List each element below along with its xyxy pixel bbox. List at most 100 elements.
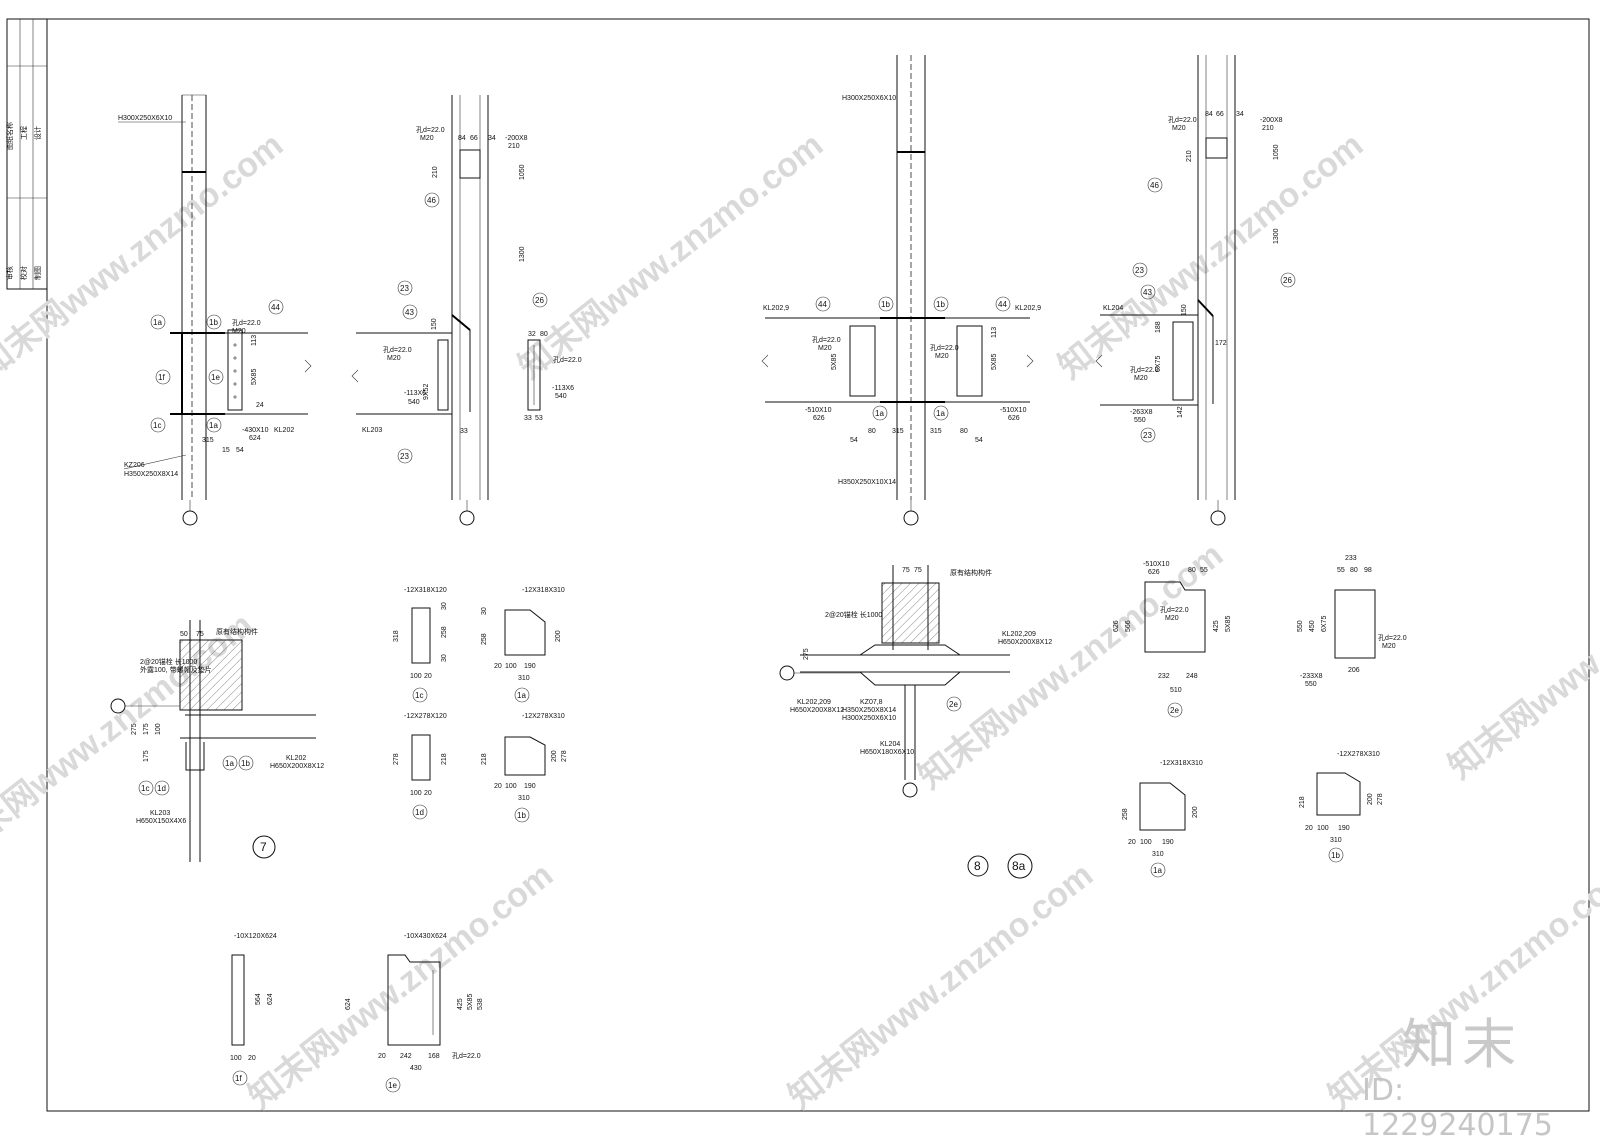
d4-plate-mid: -263X8 (1130, 409, 1153, 416)
d1-tag-1a-2: 1a (209, 421, 218, 430)
p1d-spec: -12X278X120 (404, 713, 447, 720)
p1a-b-dim-200: 200 (1192, 806, 1199, 818)
plate-1e: -10X430X624 624 425 5X85 538 20 242 168 … (345, 933, 484, 1093)
d8-lower: KL204 (880, 741, 900, 748)
d2-hole-3: 孔d=22.0 (553, 356, 582, 364)
d2-dim-34: 34 (488, 135, 496, 142)
d7-lower-spec: H650X150X4X6 (136, 818, 186, 825)
p1f-tag: 1f (235, 1074, 242, 1083)
d7-dim-275: 275 (131, 723, 138, 735)
plate-1d: -12X278X120 278 218 100 20 1d (393, 713, 448, 820)
d7-anchor-note: 外露100, 带螺帽及垫片 (140, 665, 212, 674)
d2-bolt: M20 (420, 135, 434, 142)
d2-weld-23: 23 (400, 284, 409, 293)
d1-col-bot-a: KZ206 (124, 462, 145, 469)
d3-dim-315-r: 315 (930, 428, 942, 435)
d8-col-a: KZ07,8 (860, 699, 883, 706)
d1-dim-54: 54 (236, 447, 244, 454)
d3-tag-1a-r: 1a (936, 409, 945, 418)
p1b-b-spec: -12X278X310 (1337, 751, 1380, 758)
p1d-tag: 1d (415, 808, 424, 817)
p1e-dim-624: 624 (345, 998, 352, 1010)
d4-weld-26: 26 (1283, 276, 1292, 285)
p1b-b-dim-218: 218 (1299, 796, 1306, 808)
p1b-b-dim-190: 190 (1338, 825, 1350, 832)
d1-col-bot-b: H350X250X8X14 (124, 471, 178, 478)
p1b-a-dim-310: 310 (518, 795, 530, 802)
p1b-a-dim-190: 190 (524, 783, 536, 790)
d2-dim-84: 84 (458, 135, 466, 142)
d1-hole: 孔d=22.0 (232, 319, 261, 327)
p2f-spec: -233X8 (1300, 673, 1323, 680)
d2-bolt-2: M20 (387, 355, 401, 362)
d1-tag-1e: 1e (211, 373, 220, 382)
d3-dim-80-r: 80 (960, 428, 968, 435)
title-block-row-3: 设计 (33, 126, 42, 140)
d7-lower-beam: KL203 (150, 810, 170, 817)
p1e-tag: 1e (388, 1081, 397, 1090)
p2f-dim-55: 55 (1337, 567, 1345, 574)
p1e-hole: 孔d=22.0 (452, 1052, 481, 1060)
d2-weld-46: 46 (427, 196, 436, 205)
p1f-dim-100: 100 (230, 1055, 242, 1062)
d3-dim-315-l: 315 (892, 428, 904, 435)
d4-dim-142: 142 (1177, 406, 1184, 418)
d4-bolt: M20 (1172, 125, 1186, 132)
d8-label-8: 8 (974, 859, 981, 873)
d1-plate: -430X10 (242, 427, 269, 434)
p1b-b-tag: 1b (1331, 851, 1340, 860)
detail-8: 8 8a 原有结构构件 2@20锚栓 长1000 KL202,209 H650X… (779, 565, 1052, 879)
d2-plate-mid: -113X6 (404, 390, 426, 397)
d3-dim-113: 113 (991, 327, 998, 338)
detail-7: 7 原有结构构件 2@20锚栓 长1000 外露100, 带螺帽及垫片 KL20… (110, 620, 324, 862)
d1-dim-315: 315 (202, 437, 214, 444)
d4-weld-23-b: 23 (1143, 431, 1152, 440)
d1-plate-len: 624 (249, 435, 261, 442)
d4-plate-top-w: 210 (1262, 125, 1274, 132)
d7-beam: KL202 (286, 755, 306, 762)
p1e-dim-20: 20 (378, 1053, 386, 1060)
p1a-a-dim-310: 310 (518, 675, 530, 682)
d4-dim-188: 188 (1155, 321, 1162, 333)
d2-dim-9x52: 9X52 (423, 384, 430, 400)
d8-beam-a-spec: H650X200X8X12 (790, 707, 844, 714)
d7-dim-50: 50 (180, 631, 188, 638)
d8-label-8a: 8a (1012, 859, 1026, 873)
plate-1b-b: -12X278X310 218 200 278 20 100 190 310 1… (1299, 751, 1384, 863)
d2-plate-mid-len-2: 540 (555, 393, 567, 400)
p2e-bolt: M20 (1165, 615, 1179, 622)
p1b-a-dim-100: 100 (505, 783, 517, 790)
p2e-spec: -510X10 (1143, 561, 1170, 568)
title-block-row-5: 校对 (19, 266, 28, 280)
d8-dim-75-b: 75 (914, 567, 922, 574)
p1b-a-tag: 1b (517, 811, 526, 820)
watermark-url-6: 知末网www.znzmo.com (782, 856, 1101, 1117)
d1-dim-113: 113 (251, 335, 258, 346)
d4-dim-6x75: 6X75 (1155, 356, 1162, 372)
p1c-spec: -12X318X120 (404, 587, 447, 594)
p2f-dim-6x75: 6X75 (1321, 616, 1328, 632)
plate-1a-b: -12X318X310 258 200 20 100 190 310 1a (1122, 760, 1203, 878)
p2e-dim-248: 248 (1186, 673, 1198, 680)
p1f-dim-624: 624 (267, 993, 274, 1005)
d3-dim-54-l: 54 (850, 437, 858, 444)
p1b-b-dim-100: 100 (1317, 825, 1329, 832)
p1b-b-dim-200: 200 (1367, 793, 1374, 805)
d2-beam: KL203 (362, 427, 382, 434)
watermark-url-5: 知末网www.znzmo.com (242, 856, 561, 1117)
d4-weld-23: 23 (1135, 266, 1144, 275)
d3-weld-44-r: 44 (998, 300, 1007, 309)
image-id-watermark: ID: 1229240175 (1362, 1073, 1553, 1143)
watermark-url-1: 知末网www.znzmo.com (0, 126, 290, 387)
d2-dim-80: 80 (540, 331, 548, 338)
d3-dim-54-r: 54 (975, 437, 983, 444)
plate-1c: -12X318X120 318 30 258 30 100 20 1c (393, 587, 448, 703)
p2f-dim-98: 98 (1364, 567, 1372, 574)
p1b-a-dim-218: 218 (481, 753, 488, 765)
d3-weld-44-l: 44 (818, 300, 827, 309)
p2e-hole: 孔d=22.0 (1160, 606, 1189, 614)
p1b-a-dim-20: 20 (494, 783, 502, 790)
d2-dim-166: 33 (460, 428, 468, 435)
d3-beam-r: KL202,9 (1015, 305, 1041, 312)
d8-anchor: 2@20锚栓 长1000 (825, 610, 882, 619)
